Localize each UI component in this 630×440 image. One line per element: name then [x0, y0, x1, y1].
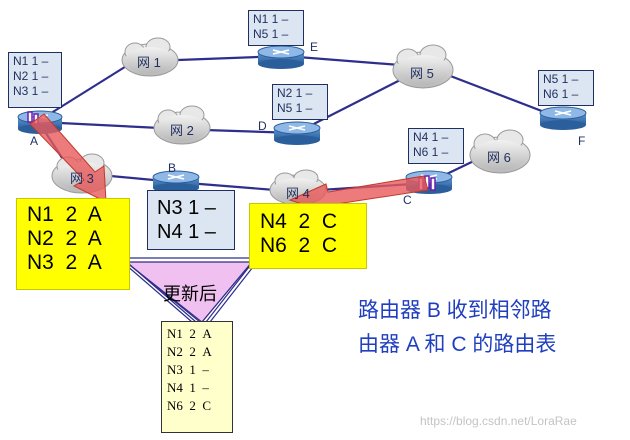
router-D-label: D — [258, 119, 267, 133]
update-funnel-lines — [117, 257, 261, 323]
table-row: N2 2 A — [167, 344, 212, 359]
table-row: N5 1 – — [543, 72, 579, 86]
net4-label: 网 4 — [286, 186, 310, 201]
table-row: N3 1 – — [157, 197, 216, 219]
table-row: N2 2 A — [27, 227, 102, 250]
cloud-net5 — [392, 44, 454, 89]
router-E-icon — [257, 45, 305, 69]
router-B-label: B — [168, 161, 177, 175]
router-D-icon — [273, 121, 321, 145]
table-row: N5 1 – — [277, 101, 313, 115]
net5-label: 网 5 — [410, 66, 434, 81]
router-E-table: N1 1 – N5 1 – — [248, 10, 304, 46]
router-C-label: C — [403, 193, 412, 207]
table-row: N3 1 – — [13, 84, 49, 98]
table-row: N6 2 C — [167, 398, 212, 413]
table-row: N6 2 C — [260, 234, 338, 257]
router-F-table: N5 1 – N6 1 – — [538, 70, 594, 106]
router-B-table: N3 1 – N4 1 – — [147, 190, 235, 250]
router-C-table: N4 1 – N6 1 – — [408, 128, 464, 164]
router-F-label: F — [578, 134, 586, 148]
cloud-net1 — [121, 37, 179, 77]
table-row: N3 2 A — [27, 251, 102, 274]
caption-line-2: 由器 A 和 C 的路由表 — [358, 333, 557, 356]
table-row: N1 1 – — [13, 54, 49, 68]
table-row: N5 1 – — [253, 27, 289, 41]
arrow-A-to-B — [29, 113, 107, 203]
table-row: N6 1 – — [413, 145, 449, 159]
router-F-icon — [539, 106, 587, 130]
table-row: N3 1 – — [167, 362, 209, 377]
received-table-from-C: N4 2 C N6 2 C — [249, 203, 367, 269]
cloud-net2 — [153, 105, 211, 145]
router-E-label: E — [310, 40, 319, 54]
link-A-net1 — [39, 64, 129, 121]
table-row: N6 1 – — [543, 87, 579, 101]
link-E-net5 — [284, 54, 401, 67]
net2-label: 网 2 — [170, 123, 194, 138]
table-row: N1 2 A — [167, 326, 212, 341]
table-row: N1 2 A — [27, 203, 102, 226]
cloud-net6 — [469, 129, 531, 174]
net1-label: 网 1 — [137, 55, 161, 70]
caption-line-1: 路由器 B 收到相邻路 — [358, 299, 552, 322]
table-row: N4 1 – — [167, 380, 209, 395]
table-row: N1 1 – — [253, 12, 289, 26]
router-D-table: N2 1 – N5 1 – — [272, 84, 328, 120]
net3-label: 网 3 — [70, 171, 94, 186]
table-row: N2 1 – — [277, 86, 313, 100]
router-A-label: A — [30, 134, 39, 148]
router-A-table: N1 1 – N2 1 – N3 1 – — [8, 52, 62, 108]
link-D-net5 — [295, 74, 411, 134]
net6-label: 网 6 — [487, 150, 511, 165]
link-net5-F — [439, 70, 561, 120]
watermark: https://blog.csdn.net/LoraRae — [420, 414, 577, 428]
table-row: N4 1 – — [413, 130, 449, 144]
updated-routing-table: N1 2 A N2 2 A N3 1 – N4 1 – N6 2 C — [161, 321, 233, 433]
table-row: N2 1 – — [13, 69, 49, 83]
table-row: N4 2 C — [260, 210, 338, 233]
update-label: 更新后 — [163, 284, 217, 304]
received-table-from-A: N1 2 A N2 2 A N3 2 A — [16, 198, 130, 290]
table-row: N4 1 – — [157, 221, 216, 243]
